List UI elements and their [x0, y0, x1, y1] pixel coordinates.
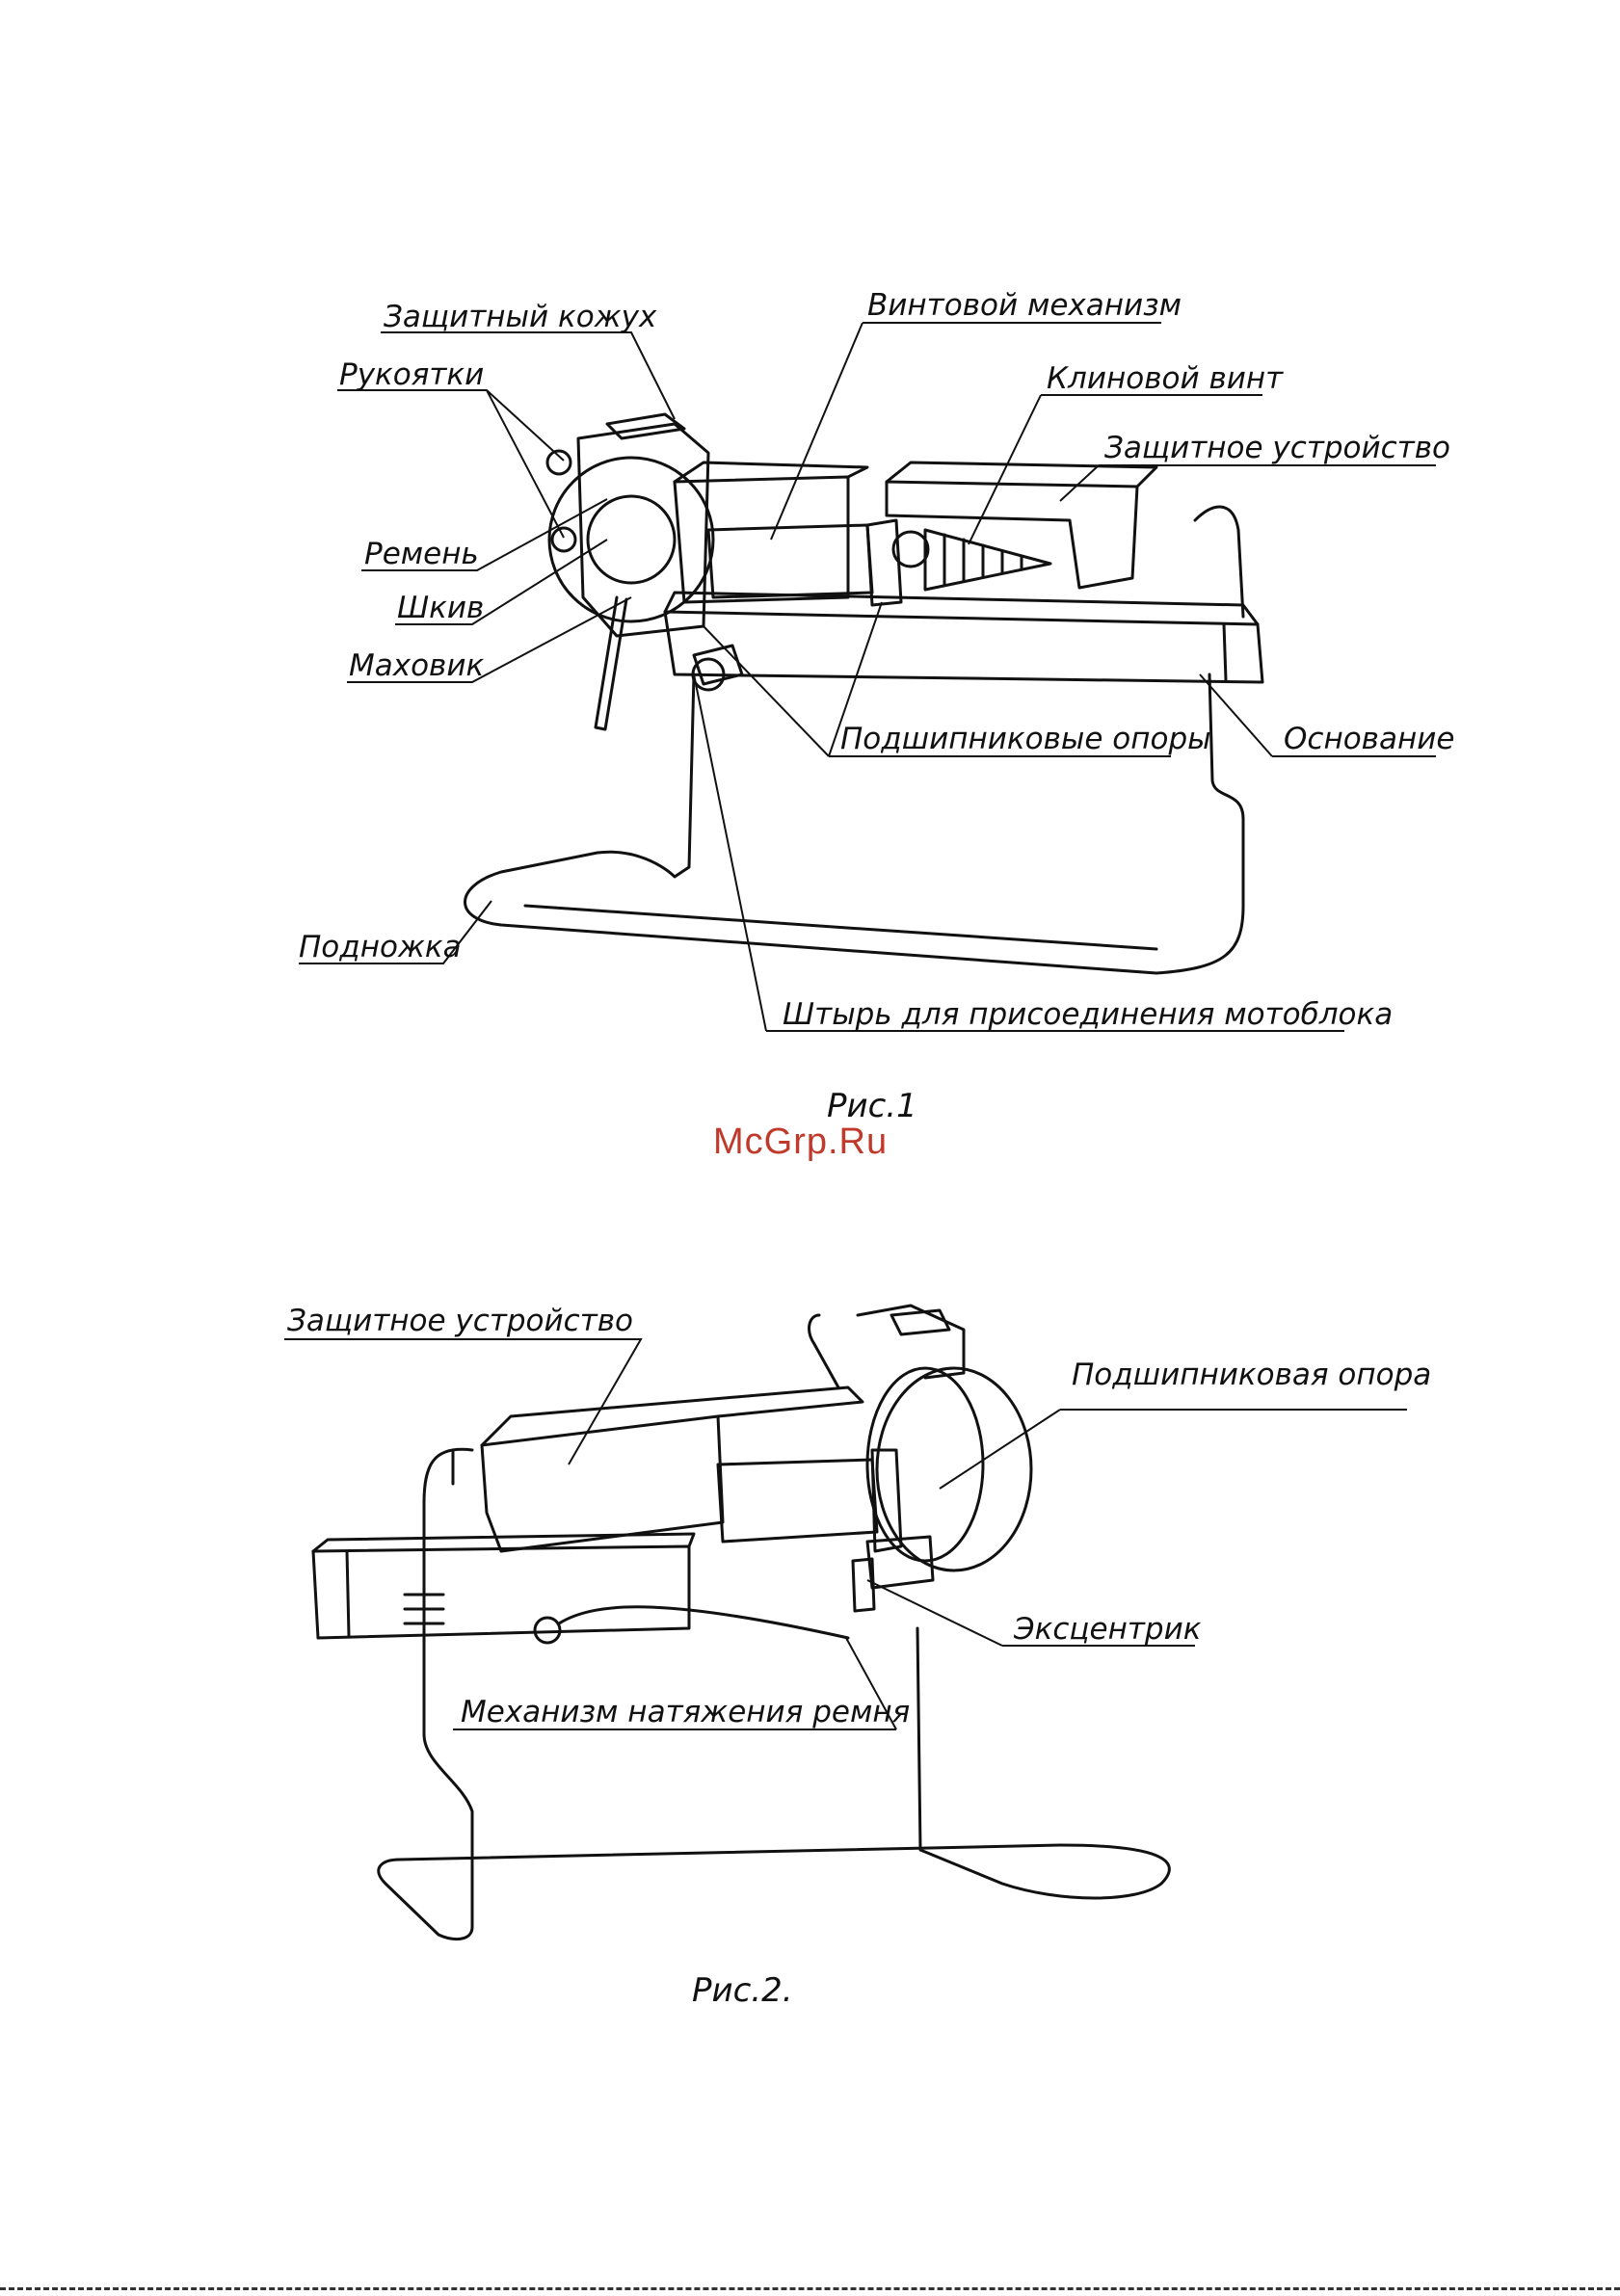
fig1-label-pulley: Шкив: [397, 594, 484, 623]
fig1-label-footrest: Подножка: [299, 933, 462, 963]
fig1-label-base: Основание: [1284, 725, 1454, 754]
fig2-caption: Рис.2.: [692, 1971, 793, 2010]
fig2-label-bearing-support: Подшипниковая опора: [1072, 1360, 1431, 1390]
fig1-label-protective-casing: Защитный кожух: [384, 303, 656, 332]
fig1-caption: Рис.1: [827, 1087, 917, 1125]
fig1-label-belt: Ремень: [364, 540, 479, 569]
fig1-label-handles: Рукоятки: [339, 360, 484, 390]
fig1-label-pin: Штырь для присоединения мотоблока: [783, 1000, 1393, 1030]
figure1-drawing: [465, 414, 1263, 973]
fig1-label-wedge-screw: Клиновой винт: [1047, 364, 1283, 394]
fig1-label-bearing-supports: Подшипниковые опоры: [840, 725, 1211, 754]
fig2-label-protective-device: Защитное устройство: [287, 1306, 633, 1336]
fig1-label-protective-device: Защитное устройство: [1104, 434, 1450, 463]
fig1-label-screw-mechanism: Винтовой механизм: [867, 291, 1182, 321]
fig2-label-eccentric: Эксцентрик: [1014, 1615, 1201, 1645]
fig2-label-belt-tension: Механизм натяжения ремня: [461, 1698, 910, 1728]
watermark: McGrp.Ru: [713, 1122, 888, 1163]
fig1-label-flywheel: Маховик: [349, 651, 484, 681]
page-bottom-rule: [0, 2287, 1620, 2290]
